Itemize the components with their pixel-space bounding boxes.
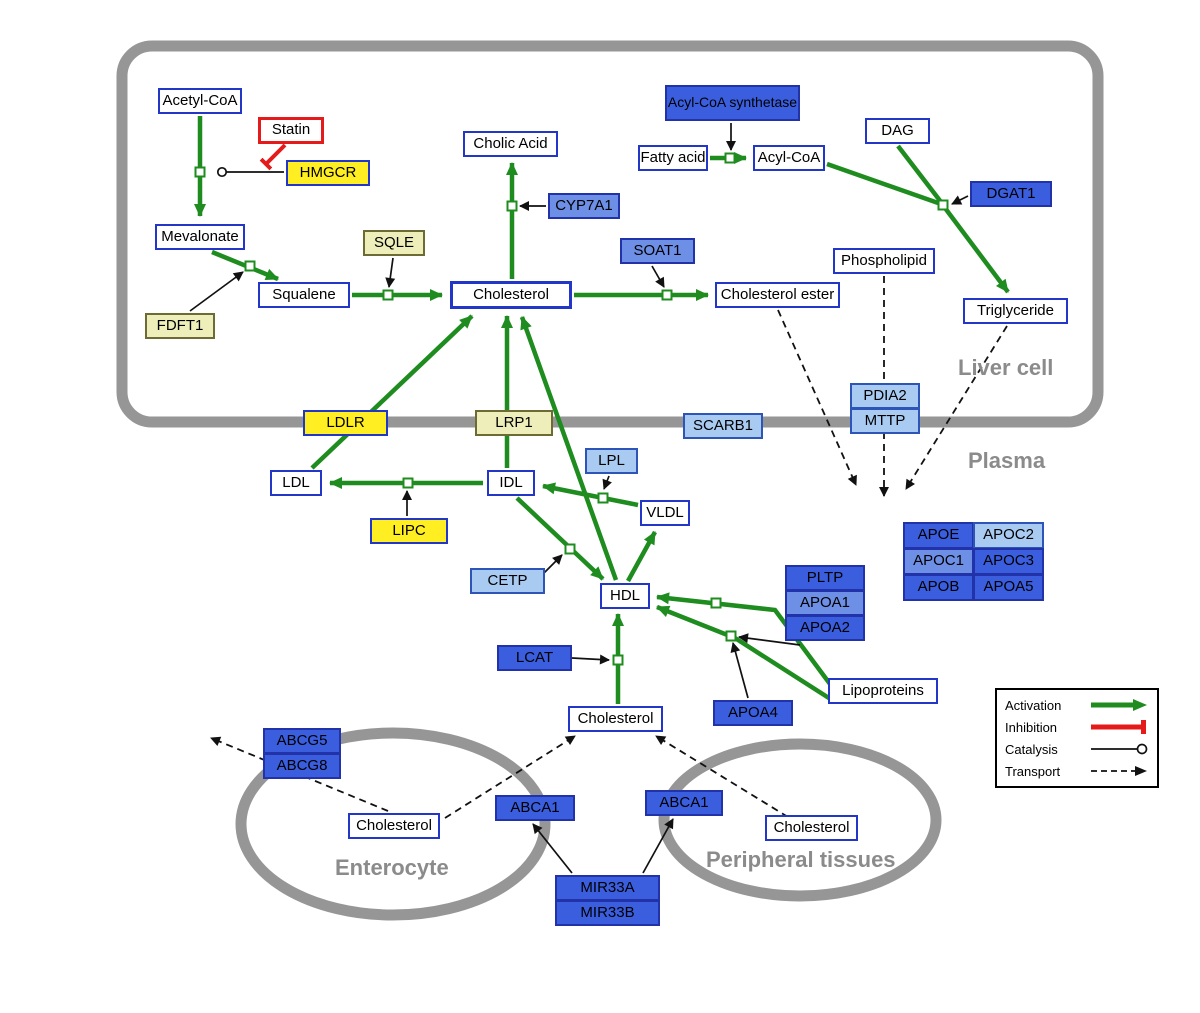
legend-activation: Activation <box>1005 697 1149 713</box>
node-lipoproteins[interactable]: Lipoproteins <box>828 678 938 704</box>
transport-dashed-arrow-icon <box>1091 766 1147 776</box>
legend-inhibition-label: Inhibition <box>1005 719 1058 735</box>
node-sqle[interactable]: SQLE <box>363 230 425 256</box>
node-hdl[interactable]: HDL <box>600 583 650 609</box>
node-fatty-acid[interactable]: Fatty acid <box>638 145 708 171</box>
node-apoc2[interactable]: APOC2 <box>973 522 1044 549</box>
node-acetyl-coa[interactable]: Acetyl-CoA <box>158 88 242 114</box>
node-cholesterol-plasma[interactable]: Cholesterol <box>568 706 663 732</box>
node-pltp[interactable]: PLTP <box>785 565 865 591</box>
node-mir33b[interactable]: MIR33B <box>555 900 660 926</box>
compartment-membranes <box>116 40 1104 921</box>
node-apoc3[interactable]: APOC3 <box>973 548 1044 575</box>
node-scarb1[interactable]: SCARB1 <box>683 413 763 439</box>
node-idl[interactable]: IDL <box>487 470 535 496</box>
node-apoc1[interactable]: APOC1 <box>903 548 974 575</box>
node-cholesterol-liver[interactable]: Cholesterol <box>450 281 572 309</box>
node-cholesterol-ester[interactable]: Cholesterol ester <box>715 282 840 308</box>
node-abca1-enterocyte[interactable]: ABCA1 <box>495 795 575 821</box>
node-lpl[interactable]: LPL <box>585 448 638 474</box>
legend-inhibition: Inhibition <box>1005 719 1149 735</box>
activation-edges <box>194 116 1010 704</box>
enterocyte-membrane <box>235 727 551 921</box>
liver-cell-membrane <box>116 40 1104 428</box>
liver-cell-label: Liver cell <box>958 355 1054 380</box>
node-acyl-coa[interactable]: Acyl-CoA <box>753 145 825 171</box>
node-apoe[interactable]: APOE <box>903 522 974 549</box>
peripheral-tissues-label: Peripheral tissues <box>706 847 896 872</box>
reaction-nodes <box>194 152 949 666</box>
node-triglyceride[interactable]: Triglyceride <box>963 298 1068 324</box>
node-pdia2[interactable]: PDIA2 <box>850 383 920 409</box>
legend-transport-label: Transport <box>1005 763 1061 779</box>
node-lcat[interactable]: LCAT <box>497 645 572 671</box>
node-phospholipid[interactable]: Phospholipid <box>833 248 935 274</box>
peripheral-tissues-membrane <box>658 738 942 902</box>
node-abcg8[interactable]: ABCG8 <box>263 753 341 779</box>
activation-arrow-icon <box>1091 699 1147 711</box>
node-lrp1[interactable]: LRP1 <box>475 410 553 436</box>
transport-edges <box>210 276 1008 819</box>
legend-transport: Transport <box>1005 763 1149 779</box>
inhibition-edges <box>259 143 287 171</box>
node-soat1[interactable]: SOAT1 <box>620 238 695 264</box>
node-acyl-coa-synthetase[interactable]: Acyl-CoA synthetase <box>665 85 800 121</box>
node-apoa2[interactable]: APOA2 <box>785 615 865 641</box>
node-fdft1[interactable]: FDFT1 <box>145 313 215 339</box>
node-abcg5[interactable]: ABCG5 <box>263 728 341 754</box>
node-apob[interactable]: APOB <box>903 574 974 601</box>
node-vldl[interactable]: VLDL <box>640 500 690 526</box>
node-ldlr[interactable]: LDLR <box>303 410 388 436</box>
node-squalene[interactable]: Squalene <box>258 282 350 308</box>
node-cholic-acid[interactable]: Cholic Acid <box>463 131 558 157</box>
node-cetp[interactable]: CETP <box>470 568 545 594</box>
node-hmgcr[interactable]: HMGCR <box>286 160 370 186</box>
legend: Activation Inhibition Catalysis Transpor… <box>995 688 1159 788</box>
legend-activation-label: Activation <box>1005 697 1062 713</box>
catalysis-circle-icon <box>1091 743 1148 755</box>
node-mir33a[interactable]: MIR33A <box>555 875 660 901</box>
node-mttp[interactable]: MTTP <box>850 408 920 434</box>
legend-catalysis-label: Catalysis <box>1005 741 1058 757</box>
plasma-label: Plasma <box>968 448 1046 473</box>
node-statin[interactable]: Statin <box>258 117 324 144</box>
node-apoa1[interactable]: APOA1 <box>785 590 865 616</box>
catalysis-edges <box>189 123 969 874</box>
node-mevalonate[interactable]: Mevalonate <box>155 224 245 250</box>
enterocyte-label: Enterocyte <box>335 855 449 880</box>
node-dgat1[interactable]: DGAT1 <box>970 181 1052 207</box>
legend-catalysis: Catalysis <box>1005 741 1149 757</box>
node-lipc[interactable]: LIPC <box>370 518 448 544</box>
node-apoa4[interactable]: APOA4 <box>713 700 793 726</box>
inhibition-tbar-icon <box>1091 720 1146 734</box>
node-ldl[interactable]: LDL <box>270 470 322 496</box>
node-cholesterol-peripheral[interactable]: Cholesterol <box>765 815 858 841</box>
node-apoa5[interactable]: APOA5 <box>973 574 1044 601</box>
node-cholesterol-enterocyte[interactable]: Cholesterol <box>348 813 440 839</box>
node-abca1-peripheral[interactable]: ABCA1 <box>645 790 723 816</box>
node-dag[interactable]: DAG <box>865 118 930 144</box>
node-cyp7a1[interactable]: CYP7A1 <box>548 193 620 219</box>
